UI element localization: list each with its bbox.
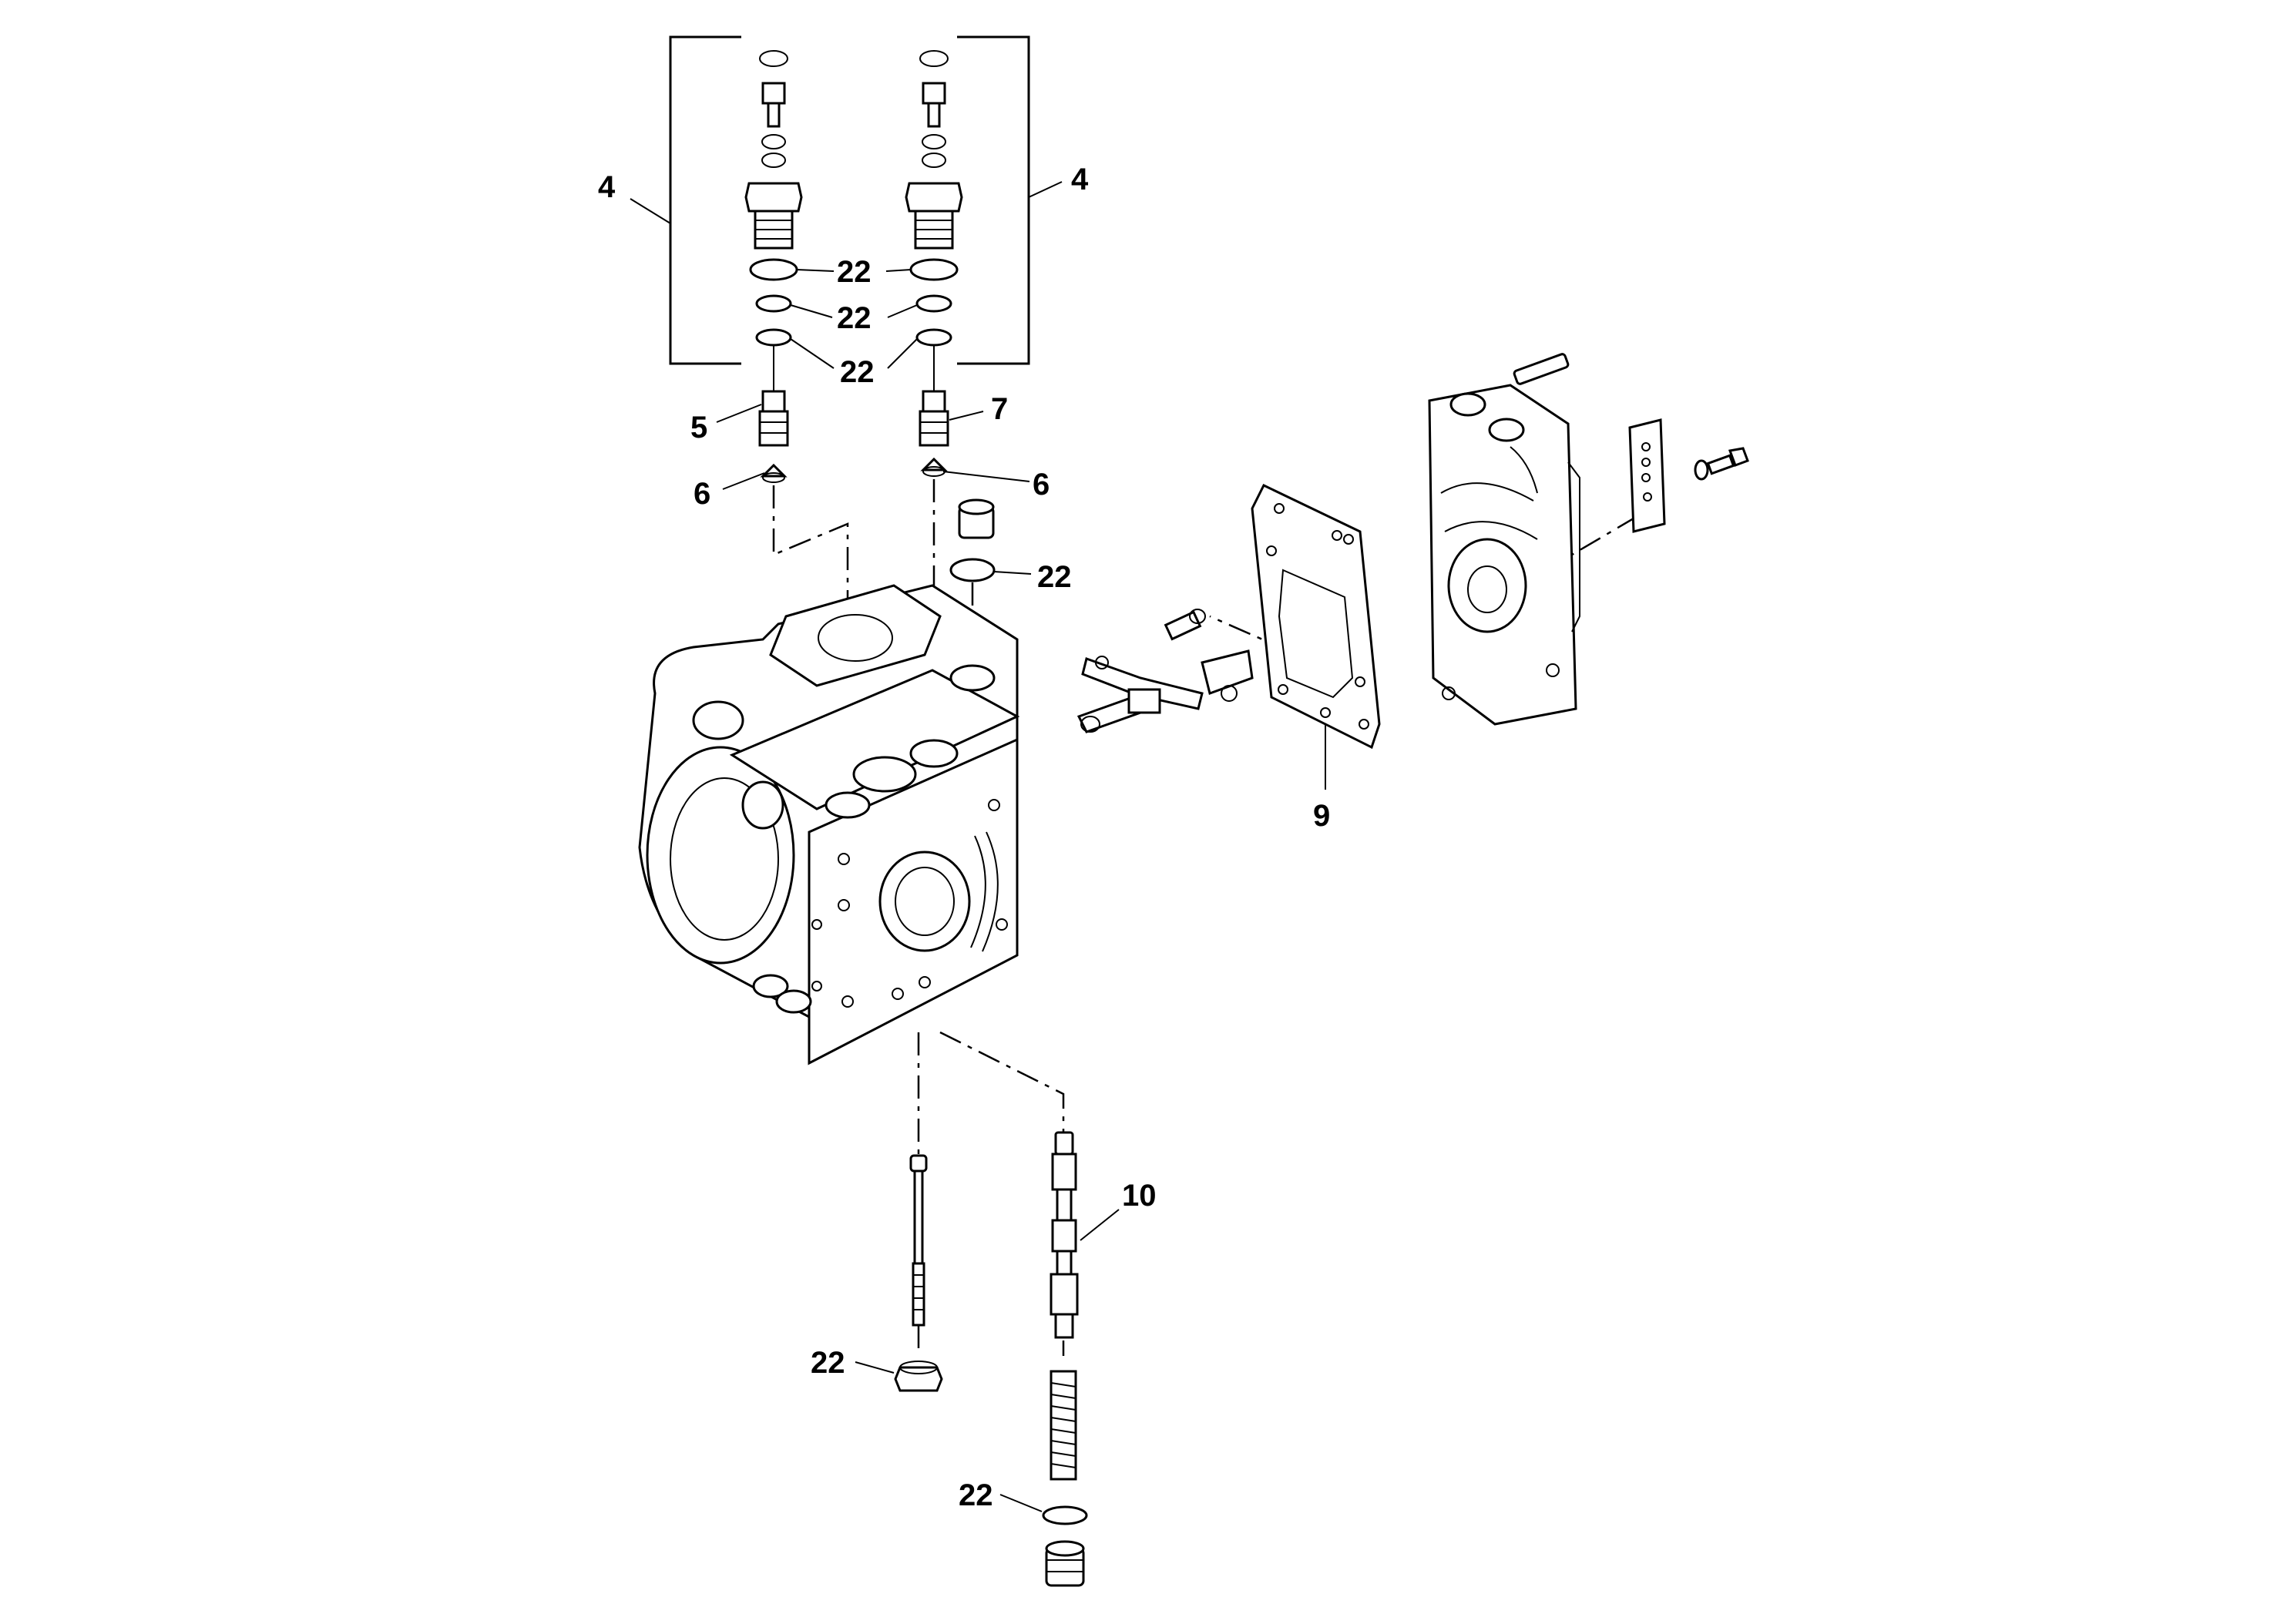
valve-group-bracket (630, 35, 1063, 365)
right-valve-stack (905, 50, 963, 477)
callout-10: 10 (1122, 1179, 1157, 1213)
callout-labels: 4 4 22 22 22 5 7 6 6 22 9 10 22 22 (598, 163, 1330, 1512)
lower-stud (894, 1154, 943, 1392)
callout-22-oring-medium: 22 (837, 301, 872, 335)
callout-4-right: 4 (1071, 163, 1089, 196)
callout-5: 5 (690, 411, 707, 445)
leader-lines (716, 269, 1326, 1512)
pump-housing (638, 584, 1020, 1065)
callout-22-plug: 22 (1037, 560, 1072, 594)
callout-7: 7 (991, 392, 1008, 426)
left-valve-stack (744, 50, 803, 483)
callout-22-oring-small: 22 (840, 355, 875, 389)
callout-4-left: 4 (598, 170, 616, 204)
control-cover (1428, 353, 1580, 726)
callout-6-right: 6 (1033, 468, 1050, 502)
callout-22-nut: 22 (811, 1346, 845, 1380)
plug-and-oring (949, 498, 996, 582)
gasket (1251, 484, 1381, 750)
spool-assembly (1042, 1131, 1088, 1587)
callout-6-left: 6 (694, 477, 710, 511)
callout-22-oring-large: 22 (837, 255, 872, 289)
callout-22-oring-lower: 22 (959, 1478, 993, 1512)
side-bracket (1628, 418, 1749, 533)
lever-linkage (1076, 609, 1254, 733)
callout-9: 9 (1313, 799, 1330, 833)
